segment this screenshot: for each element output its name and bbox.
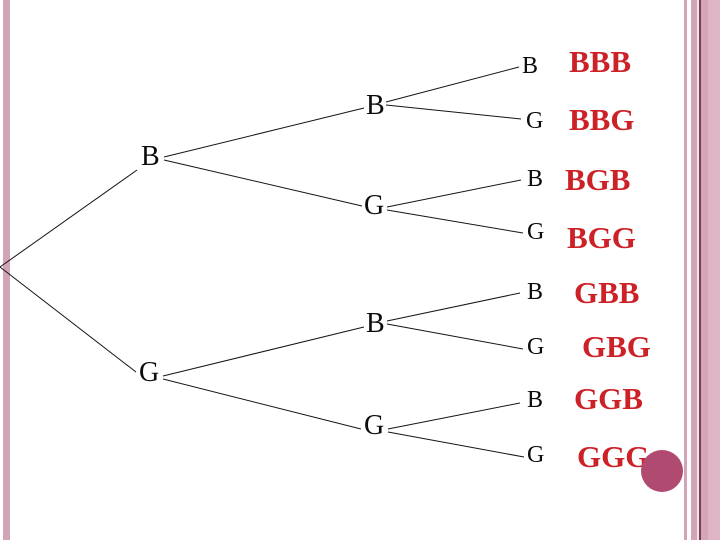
branch-root-g: [0, 266, 137, 373]
outcome-label-bgb: BGB: [565, 162, 631, 197]
outcome-label-ggb: GGB: [574, 381, 643, 416]
branch-bg-g: [386, 209, 524, 234]
outcome-label-bgg: BGG: [567, 220, 636, 255]
outcome-label-bbg: BBG: [569, 102, 635, 137]
branch-bg-b: [386, 179, 522, 208]
tree-node-level3-bgg: G: [527, 219, 545, 245]
branch-root-b: [0, 169, 138, 268]
tree-node-level2-bg: G: [364, 190, 385, 221]
tree-node-level1-g: G: [139, 357, 160, 388]
branch-gb-g: [386, 323, 524, 350]
tree-node-level2-gg: G: [364, 410, 385, 441]
branch-gg-b: [387, 402, 521, 430]
right-edge-stripe-1: [684, 0, 687, 540]
outcome-label-ggg: GGG: [577, 439, 650, 474]
tree-node-level3-ggg: G: [527, 442, 545, 468]
right-edge-stripe-3: [697, 0, 699, 540]
branch-bb-g: [385, 104, 522, 120]
tree-node-level3-bgb: B: [527, 166, 544, 192]
outcome-label-gbg: GBG: [582, 329, 651, 364]
branch-g-g: [162, 378, 362, 430]
accent-circle: [641, 450, 683, 492]
tree-node-level3-ggb: B: [527, 387, 544, 413]
branch-gg-g: [387, 431, 525, 458]
tree-node-level3-gbg: G: [527, 334, 545, 360]
tree-node-level3-bbb: B: [522, 53, 539, 79]
branch-b-g: [163, 159, 363, 207]
branch-bb-b: [385, 66, 520, 103]
branch-g-b: [162, 326, 365, 377]
right-edge-stripe-dark: [699, 0, 701, 540]
branch-gb-b: [386, 292, 521, 322]
tree-node-level3-gbb: B: [527, 279, 544, 305]
tree-node-level3-bbg: G: [526, 108, 544, 134]
tree-node-level2-bb: B: [366, 90, 385, 121]
tree-node-level2-gb: B: [366, 308, 385, 339]
tree-node-level1-b: B: [141, 141, 160, 172]
right-edge-stripe-4: [701, 0, 708, 540]
right-edge-stripe-2: [691, 0, 697, 540]
outcome-label-gbb: GBB: [574, 275, 640, 310]
right-edge-stripe-5: [708, 0, 720, 540]
outcome-label-bbb: BBB: [569, 44, 632, 79]
left-edge-stripe: [3, 0, 10, 540]
branch-b-b: [163, 107, 365, 158]
